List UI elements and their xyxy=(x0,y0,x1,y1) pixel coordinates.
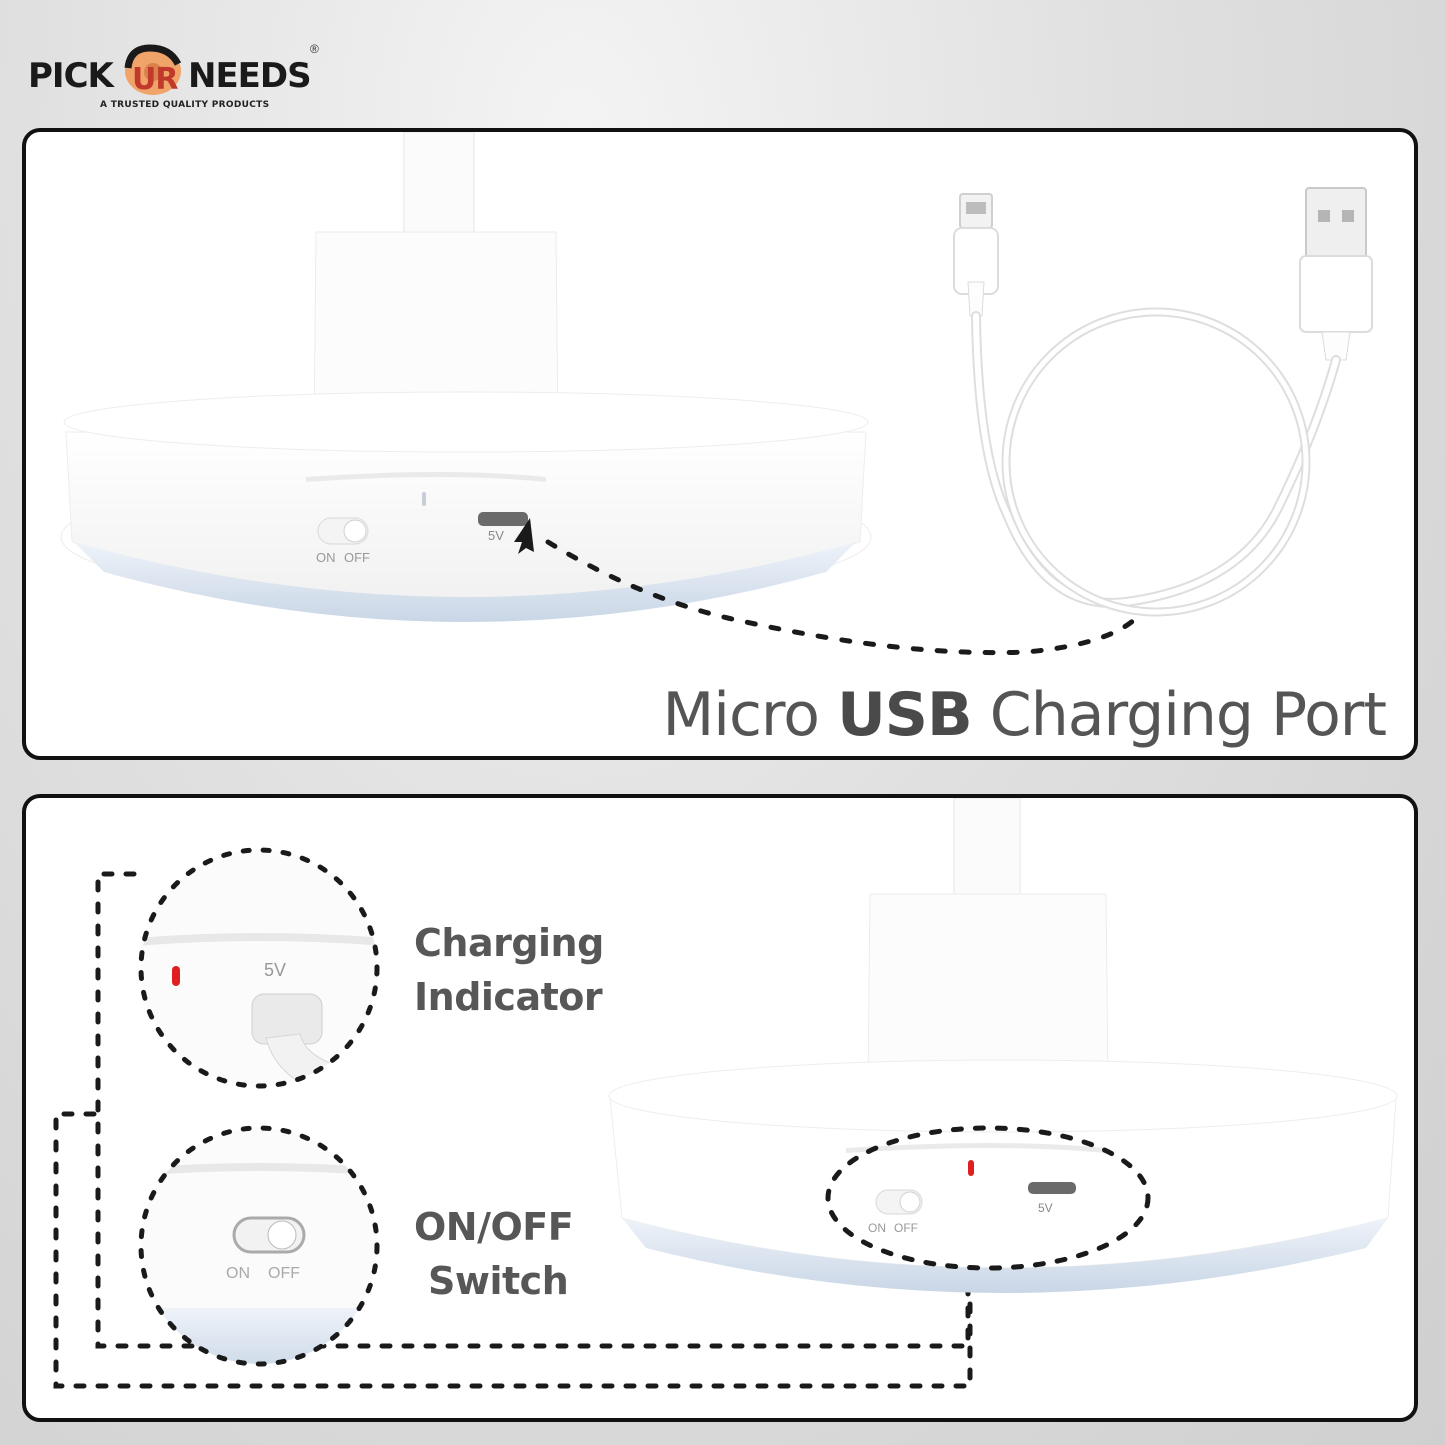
lamp-and-cable-illustration: ON OFF 5V xyxy=(60,132,1373,656)
caption-part-3: Charging Port xyxy=(971,680,1387,750)
usb-port-caption: Micro USB Charging Port xyxy=(662,680,1388,750)
zoom-red-led xyxy=(172,966,180,986)
callout-2-line-1: ON/OFF xyxy=(414,1205,574,1249)
logo-tagline: A TRUSTED QUALITY PRODUCTS xyxy=(100,100,270,110)
brand-logo: PICK UR NEEDS ® A TRUSTED QUALITY PRODUC… xyxy=(28,28,328,120)
caption-part-1: Micro xyxy=(662,680,838,750)
lamp-port-label: 5V xyxy=(1038,1201,1053,1215)
zoom-charging-indicator: 5V xyxy=(138,847,380,1089)
bracket-line-switch xyxy=(53,1111,973,1389)
lamp-base xyxy=(60,391,872,622)
callout-charging-indicator: Charging Indicator xyxy=(414,916,604,1024)
logo-word-pick: PICK xyxy=(28,56,114,96)
charging-indicator-led xyxy=(422,492,426,506)
lamp-power-switch[interactable]: ON OFF xyxy=(868,1189,923,1235)
callout-2-line-2: Switch xyxy=(428,1259,569,1303)
registered-mark: ® xyxy=(310,42,319,56)
usb-cable xyxy=(953,187,1373,617)
logo-fist-icon xyxy=(120,38,186,98)
zoom-switch-off: OFF xyxy=(268,1265,300,1282)
logo-word-ur: UR xyxy=(132,62,178,97)
controls-panel: 5V ON OFF xyxy=(22,794,1418,1422)
lamp-switch-on: ON xyxy=(868,1221,886,1235)
switch-on-label: ON xyxy=(316,550,336,565)
usb-port-panel: ON OFF 5V xyxy=(22,128,1418,760)
caption-part-2: USB xyxy=(837,680,973,750)
controls-highlight-ring xyxy=(825,1125,1151,1271)
power-switch[interactable]: ON OFF xyxy=(316,517,370,565)
controls-illustration: 5V ON OFF xyxy=(53,798,1398,1389)
logo-word-needs: NEEDS xyxy=(188,56,312,96)
zoom-port-label: 5V xyxy=(264,960,286,980)
bracket-line-indicator xyxy=(95,871,971,1349)
port-voltage-label: 5V xyxy=(488,528,504,543)
callout-power-switch: ON/OFF Switch xyxy=(414,1200,574,1308)
lamp-switch-off: OFF xyxy=(894,1221,918,1235)
zoom-switch-on: ON xyxy=(226,1265,250,1282)
micro-usb-port[interactable]: 5V xyxy=(478,512,528,543)
callout-1-line-1: Charging xyxy=(414,921,604,965)
callout-1-line-2: Indicator xyxy=(414,975,603,1019)
lamp-front-view: ON OFF 5V xyxy=(608,798,1398,1293)
lamp-stem xyxy=(313,132,559,433)
lamp-usb-port[interactable]: 5V xyxy=(1028,1182,1076,1215)
arrow-head-icon xyxy=(514,518,534,554)
dotted-connector-line xyxy=(545,539,1145,656)
switch-off-label: OFF xyxy=(344,550,370,565)
zoom-power-switch: ON OFF xyxy=(138,1125,380,1367)
lamp-red-indicator xyxy=(968,1160,974,1176)
